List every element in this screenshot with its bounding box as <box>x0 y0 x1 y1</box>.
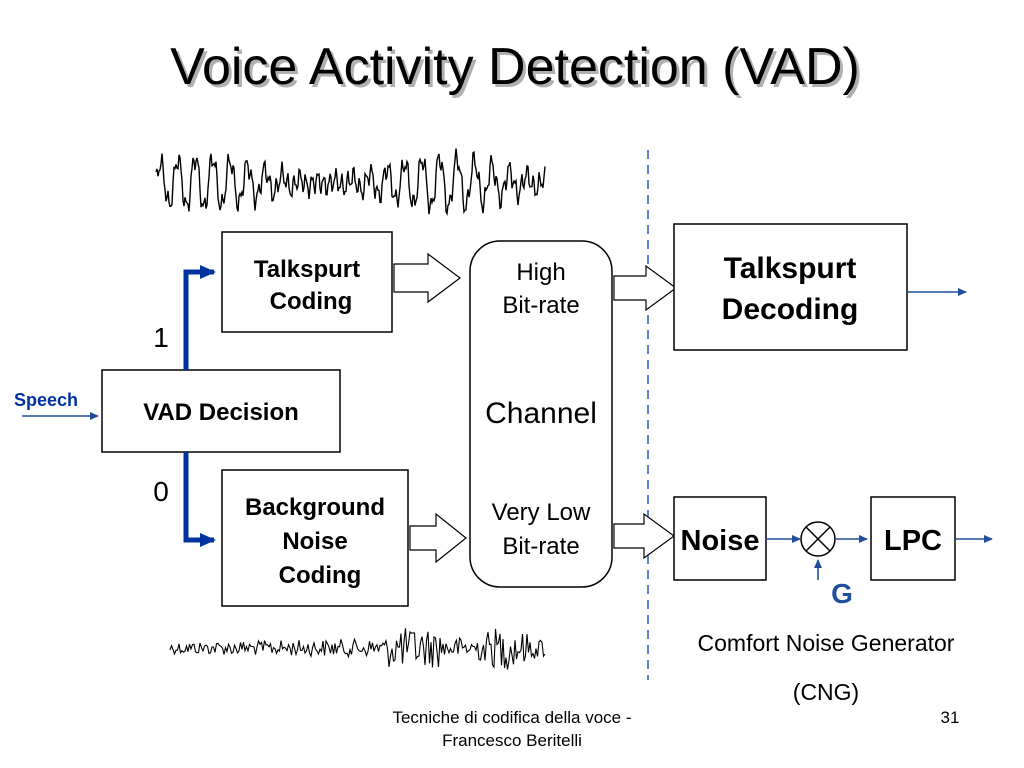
talkspurt-decoding-label-line1: Talkspurt <box>724 252 857 285</box>
lpc-label: LPC <box>884 525 942 557</box>
branch-one-arrow <box>183 265 216 370</box>
talkspurt-decoding-label-line2: Decoding <box>722 293 859 326</box>
speech-label: Speech <box>14 390 78 410</box>
page-title-shadow: Voice Activity Detection (VAD) <box>173 41 863 99</box>
noise-coding-label-line1: Background <box>245 494 385 521</box>
noise-source-label: Noise <box>681 525 760 557</box>
noise-source-box <box>673 496 767 581</box>
gain-label: G <box>831 578 853 609</box>
talkspurt-decoding-box <box>673 223 908 351</box>
multiplier-circle-icon <box>800 521 836 557</box>
hollow-arrow-channel-to-decoding <box>613 264 678 312</box>
channel-low-label-line2: Bit-rate <box>502 533 579 560</box>
talkspurt-coding-label-line2: Coding <box>270 288 353 315</box>
footer-author-line2: Francesco Beritelli <box>442 731 582 750</box>
page-title: Voice Activity Detection (VAD) Voice Act… <box>170 38 863 99</box>
page-title-text: Voice Activity Detection (VAD) <box>170 38 860 96</box>
noise-waveform <box>169 628 546 670</box>
talkspurt-coding-box <box>221 231 393 333</box>
footer-author-line1: Tecniche di codifica della voce - <box>392 708 631 727</box>
channel-low-label-line1: Very Low <box>492 499 591 526</box>
channel-name-label: Channel <box>485 397 597 430</box>
cng-caption-line2: (CNG) <box>793 679 859 705</box>
talkspurt-coding-label-line1: Talkspurt <box>254 256 360 283</box>
branch-one-label: 1 <box>153 322 169 353</box>
speech-waveform <box>155 148 546 217</box>
noise-coding-label-line2: Noise <box>282 528 347 555</box>
channel-box <box>469 240 613 588</box>
branch-zero-label: 0 <box>153 476 169 507</box>
vad-decision-label: VAD Decision <box>143 399 299 426</box>
vad-decision-box <box>101 369 341 453</box>
cng-caption-line1: Comfort Noise Generator <box>698 630 955 656</box>
channel-high-label-line1: High <box>516 259 565 286</box>
channel-high-label-line2: Bit-rate <box>502 292 579 319</box>
branch-zero-arrow <box>183 452 216 547</box>
hollow-arrow-talkspurt-to-channel <box>393 252 461 304</box>
footer-page-number: 31 <box>941 708 960 727</box>
hollow-arrow-noise-to-channel <box>409 512 467 564</box>
background-noise-coding-box <box>221 469 409 607</box>
noise-coding-label-line3: Coding <box>279 562 362 589</box>
branch-routing <box>183 265 216 547</box>
hollow-arrow-channel-to-noise <box>613 512 676 560</box>
lpc-box <box>870 496 956 581</box>
